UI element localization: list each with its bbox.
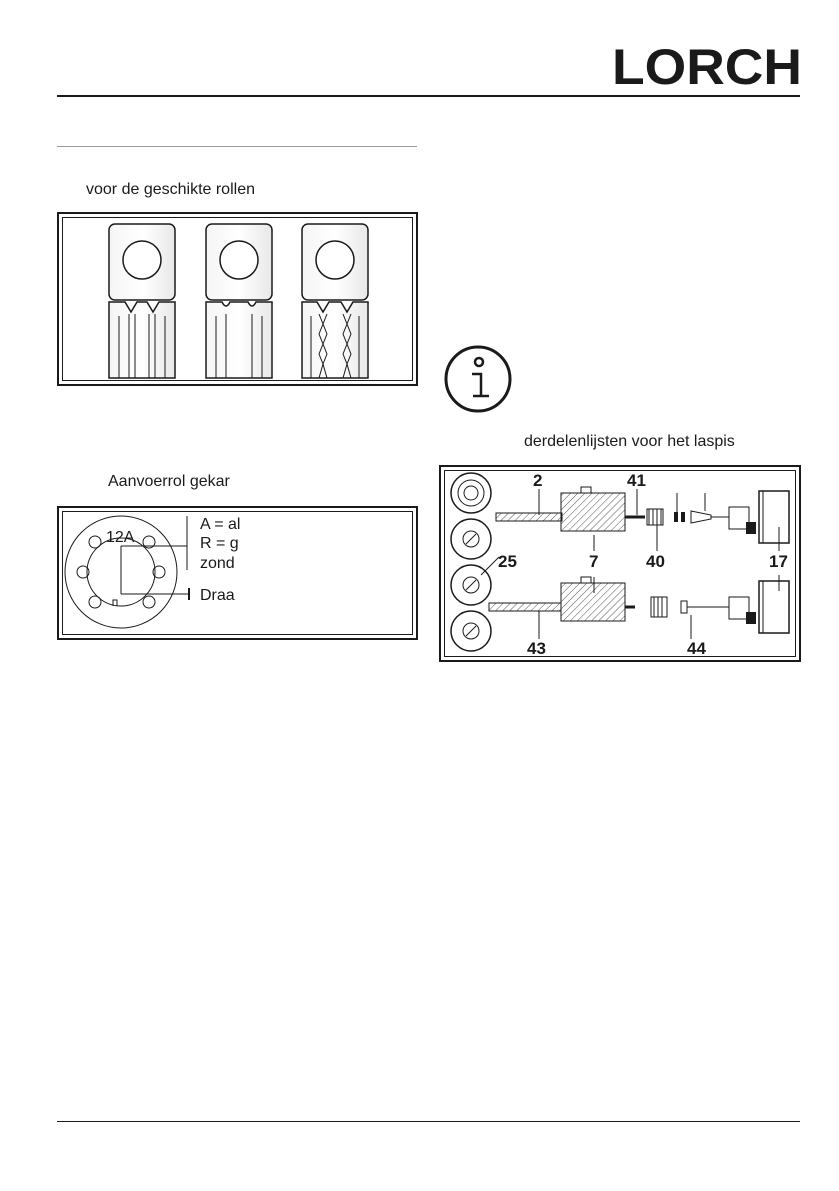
feed-roll-figure: 12A A = al R = g zond Draa [57,506,418,640]
parts-caption: derdelenlijsten voor het laspis [524,433,735,451]
feed-rolls [451,473,491,651]
info-icon [443,344,513,414]
header-rule [57,95,800,97]
callout-17: 17 [769,552,788,571]
feed-caption: Aanvoerrol gekar [108,473,230,491]
roller-u-groove [206,224,272,378]
callout-25: 25 [498,552,517,571]
feed-roll-diagram: 12A A = al R = g zond Draa [59,508,416,638]
parts-illustration: 2 41 25 7 40 17 43 44 [441,467,799,660]
section-rule [57,146,417,147]
marking-line-4: Draa [200,587,235,604]
upper-wire-guide-assembly [496,487,789,543]
callout-44: 44 [687,639,706,658]
callout-7: 7 [589,552,598,571]
rollers-figure [57,212,418,386]
roller-v-groove [109,224,175,378]
parts-figure: 2 41 25 7 40 17 43 44 [439,465,801,662]
callout-41: 41 [627,471,646,490]
marking-line-3: zond [200,555,235,572]
footer-rule [57,1121,800,1122]
callout-43: 43 [527,639,546,658]
roll-caption: voor de geschikte rollen [86,181,255,199]
roller-knurled-groove [302,224,368,378]
lorch-logo: LORCH [612,40,804,90]
brand-text: LORCH [612,40,802,90]
callout-40: 40 [646,552,665,571]
lower-wire-guide-assembly [489,577,789,633]
marking-line-2: R = g [200,535,239,552]
rollers-illustration [59,214,416,384]
callout-2: 2 [533,471,542,490]
marking-line-1: A = al [200,516,240,533]
roll-id-label: 12A [106,529,135,546]
